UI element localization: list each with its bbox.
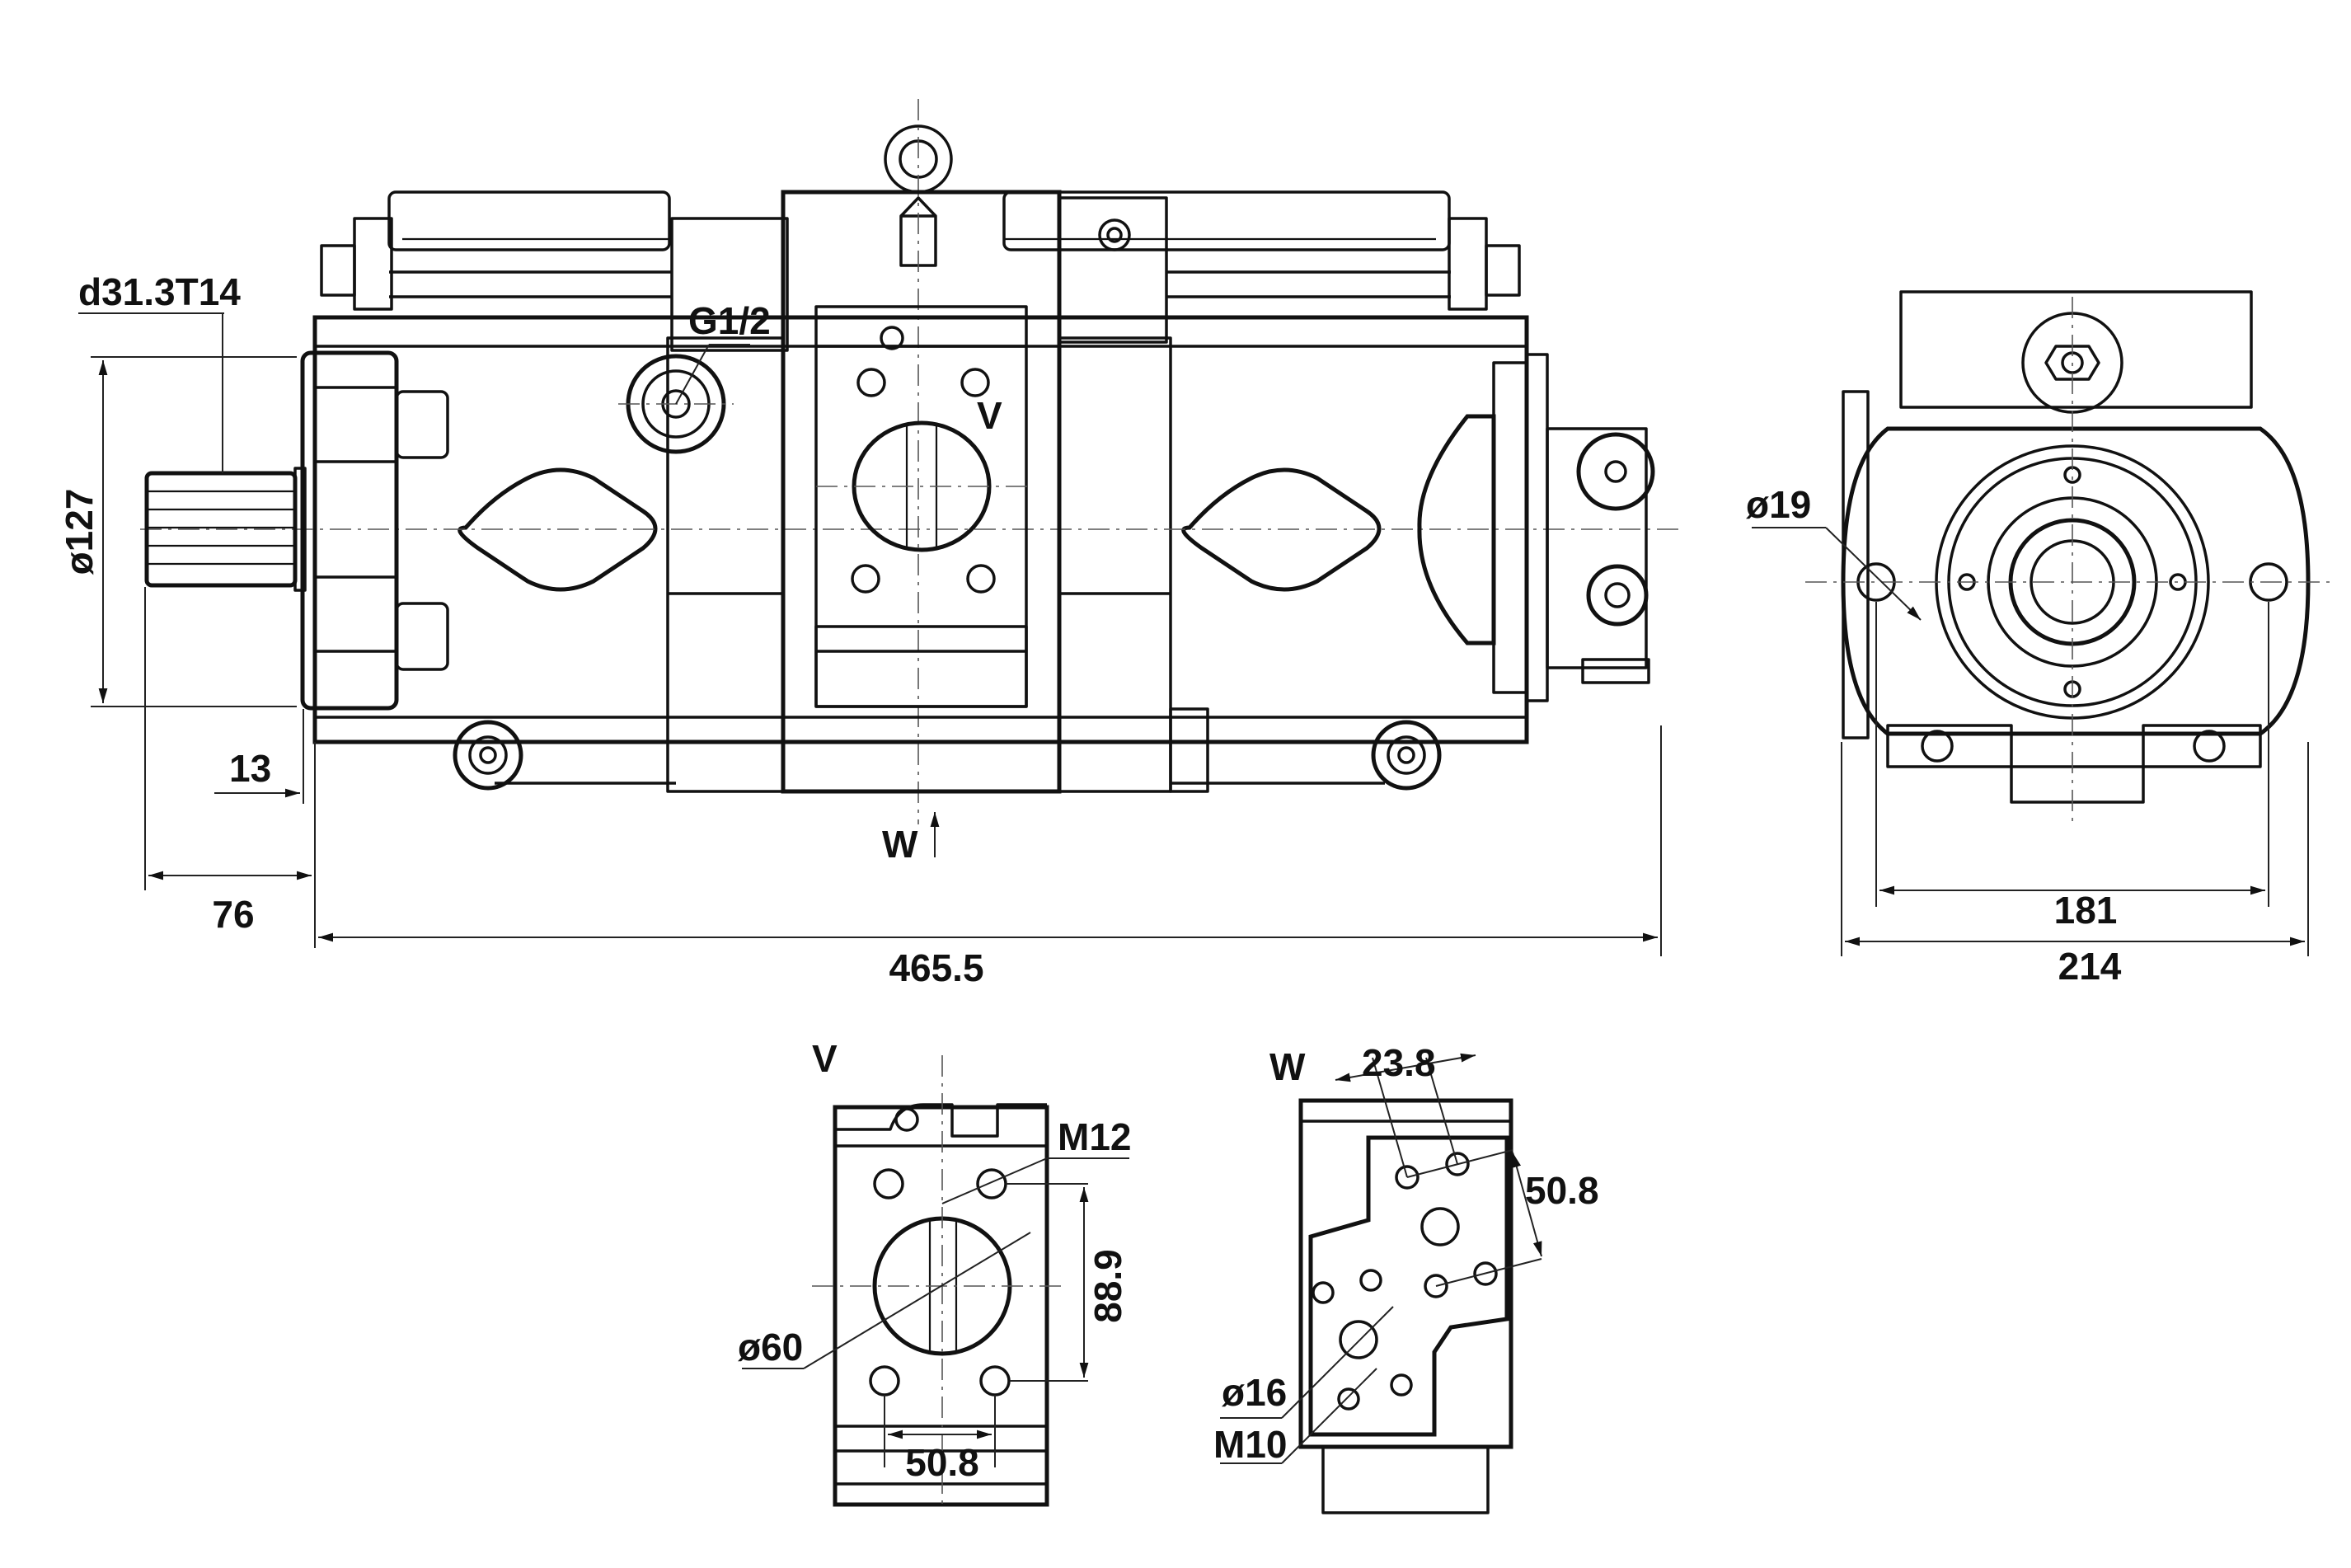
detail-w-title: W xyxy=(1269,1045,1306,1088)
dim-overall-length xyxy=(318,725,1662,956)
label-w-bolt-spacing-long: 50.8 xyxy=(1525,1169,1599,1212)
main-side-view: G1/2 V xyxy=(58,99,1682,989)
pump-housing xyxy=(312,315,1529,793)
label-v-horizontal-spacing: 50.8 xyxy=(905,1441,979,1484)
label-mount-hole: ø19 xyxy=(1746,483,1811,526)
label-gauge-port: G1/2 xyxy=(688,299,771,342)
label-v-port-diameter: ø60 xyxy=(738,1326,803,1368)
label-shaft-spline: d31.3T14 xyxy=(78,270,241,313)
label-view-marker-v: V xyxy=(977,394,1002,437)
gauge-port xyxy=(618,344,750,454)
label-hole-spacing: 181 xyxy=(2054,889,2118,932)
left-housing-window xyxy=(458,467,658,592)
center-port-block xyxy=(781,190,1062,794)
top-servo-cylinders xyxy=(320,190,1521,311)
label-v-thread: M12 xyxy=(1058,1115,1131,1158)
label-v-vertical-spacing: 88.9 xyxy=(1086,1249,1129,1323)
bottom-rails xyxy=(453,707,1442,793)
label-overall-length: 465.5 xyxy=(889,946,983,989)
detail-view-v: V M12 ø60 88.9 50.8 xyxy=(738,1037,1131,1509)
label-flange-thickness: 13 xyxy=(229,747,271,790)
lifting-eye-bolt xyxy=(884,99,953,824)
detail-view-w: W 23.8 50.8 ø16 M10 xyxy=(1213,1041,1599,1514)
label-shaft-length: 76 xyxy=(212,893,254,936)
label-pilot-diameter: ø127 xyxy=(58,489,101,575)
label-view-marker-w: W xyxy=(882,823,918,866)
dim-pilot-diameter xyxy=(91,356,297,707)
label-w-thread: M10 xyxy=(1213,1423,1287,1466)
mounting-flange xyxy=(300,350,449,711)
dim-flange-thickness xyxy=(214,709,316,948)
rear-compensator xyxy=(1417,353,1655,702)
label-flange-width: 214 xyxy=(2058,945,2122,988)
drive-shaft xyxy=(144,467,307,592)
dim-shaft-length xyxy=(144,587,312,890)
detail-v-title: V xyxy=(812,1037,838,1080)
label-w-port-diameter: ø16 xyxy=(1222,1371,1287,1414)
end-view: ø19 181 214 xyxy=(1746,290,2333,988)
right-housing-window xyxy=(1181,467,1382,592)
dim-shaft-spline xyxy=(78,312,224,473)
upper-housing-left xyxy=(670,217,789,352)
label-w-bolt-spacing-short: 23.8 xyxy=(1362,1041,1436,1084)
